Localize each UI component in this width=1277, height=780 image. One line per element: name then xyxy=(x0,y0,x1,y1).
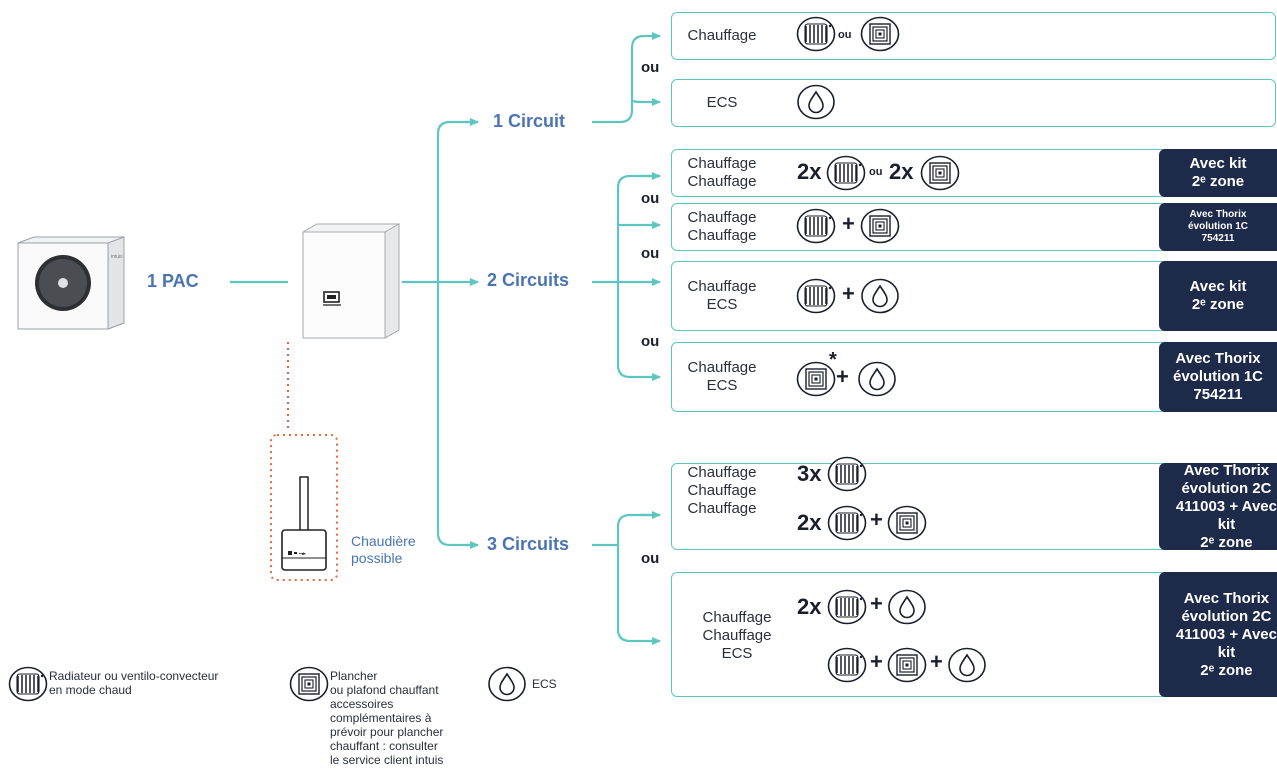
kit-badge: Avec Thorix évolution 2C 411003 + Avec k… xyxy=(1159,572,1277,697)
water-drop-icon xyxy=(947,647,987,683)
box-label: Chauffage Chauffage ECS xyxy=(702,609,772,662)
water-drop-icon xyxy=(860,278,900,314)
kit-badge: Avec Thorix évolution 2C 411003 + Avec k… xyxy=(1159,463,1277,550)
config-box-2 xyxy=(671,79,1276,127)
legend-ecs: ECS xyxy=(532,677,557,691)
kit-badge: Avec kit 2ᵉ zone xyxy=(1159,149,1277,197)
multiplier: 3x xyxy=(797,461,822,486)
box-label: Chauffage ECS xyxy=(687,359,757,394)
box-label: Chauffage Chauffage xyxy=(687,209,757,244)
box-label: Chauffage Chauffage xyxy=(687,155,757,190)
config-box-1 xyxy=(671,12,1276,60)
water-drop-icon xyxy=(796,84,836,120)
plus-sign: + xyxy=(836,364,849,389)
legend-floor: Plancher ou plafond chauffant accessoire… xyxy=(330,669,444,767)
kit-badge: Avec Thorix évolution 1C 754211 xyxy=(1159,203,1277,251)
plus-sign: + xyxy=(870,591,883,616)
floor-heating-icon xyxy=(920,155,960,191)
ou-separator: ou xyxy=(641,190,660,207)
kit-badge: Avec kit 2ᵉ zone xyxy=(1159,261,1277,331)
legend-radiator: Radiateur ou ventilo-convecteur en mode … xyxy=(49,669,219,697)
boiler-icon: ▪◂▸ xyxy=(281,476,327,571)
floor-heating-icon xyxy=(860,16,900,52)
ou-small: ou xyxy=(869,166,883,178)
radiator-icon xyxy=(796,16,836,52)
radiator-icon xyxy=(796,208,836,244)
ou-separator: ou xyxy=(641,550,660,567)
radiator-icon xyxy=(827,456,867,492)
radiator-icon xyxy=(827,647,867,683)
radiator-icon xyxy=(826,155,866,191)
ou-separator: ou xyxy=(641,245,660,262)
radiator-icon xyxy=(827,505,867,541)
water-drop-icon xyxy=(487,666,527,702)
floor-heating-icon xyxy=(887,647,927,683)
box-label: Chauffage xyxy=(687,27,757,44)
radiator-icon xyxy=(796,278,836,314)
hydraulic-module-icon xyxy=(302,223,400,339)
boiler-label: Chaudière possible xyxy=(351,533,416,566)
svg-text:▪◂▸: ▪◂▸ xyxy=(299,551,306,557)
box-label-text: Chauffage Chauffage Chauffage xyxy=(687,464,757,517)
circuit3-branch xyxy=(616,513,661,645)
box-label: Chauffage ECS xyxy=(687,278,757,313)
radiator-icon xyxy=(8,666,48,702)
radiator-icon xyxy=(827,589,867,625)
floor-heating-icon xyxy=(860,208,900,244)
ou-small: ou xyxy=(838,29,852,41)
plus-sign: + xyxy=(870,507,883,532)
multiplier: 2x xyxy=(889,159,914,184)
multiplier: 2x xyxy=(797,594,822,619)
floor-heating-icon xyxy=(289,666,329,702)
plus-sign: + xyxy=(870,649,883,674)
ou-separator: ou xyxy=(641,333,660,350)
multiplier: 2x xyxy=(797,159,822,184)
plus-sign: + xyxy=(930,649,943,674)
box-label: ECS xyxy=(706,94,738,111)
kit-badge: Avec Thorix évolution 1C 754211 xyxy=(1159,342,1277,412)
box-label: Chauffage Chauffage Chauffage xyxy=(674,464,770,518)
circuit1-branch-top xyxy=(592,32,661,124)
plus-sign: + xyxy=(842,281,855,306)
circuit2-label: 2 Circuits xyxy=(487,270,570,290)
water-drop-icon xyxy=(857,361,897,397)
svg-text:intuis: intuis xyxy=(111,254,123,260)
floor-heating-icon xyxy=(887,505,927,541)
ou-separator: ou xyxy=(641,59,660,76)
plus-sign: + xyxy=(842,211,855,236)
asterisk: * xyxy=(829,349,837,371)
water-drop-icon xyxy=(887,589,927,625)
multiplier: 2x xyxy=(797,510,822,535)
circuit3-label: 3 Circuits xyxy=(487,534,570,554)
trunk-line xyxy=(436,120,478,547)
circuit1-label: 1 Circuit xyxy=(493,111,566,131)
heat-pump-icon: intuis xyxy=(17,236,125,330)
circuit2-branch-main xyxy=(616,174,661,381)
pac-label: 1 PAC xyxy=(147,271,199,291)
circuit1-branch-bottom xyxy=(630,98,661,106)
